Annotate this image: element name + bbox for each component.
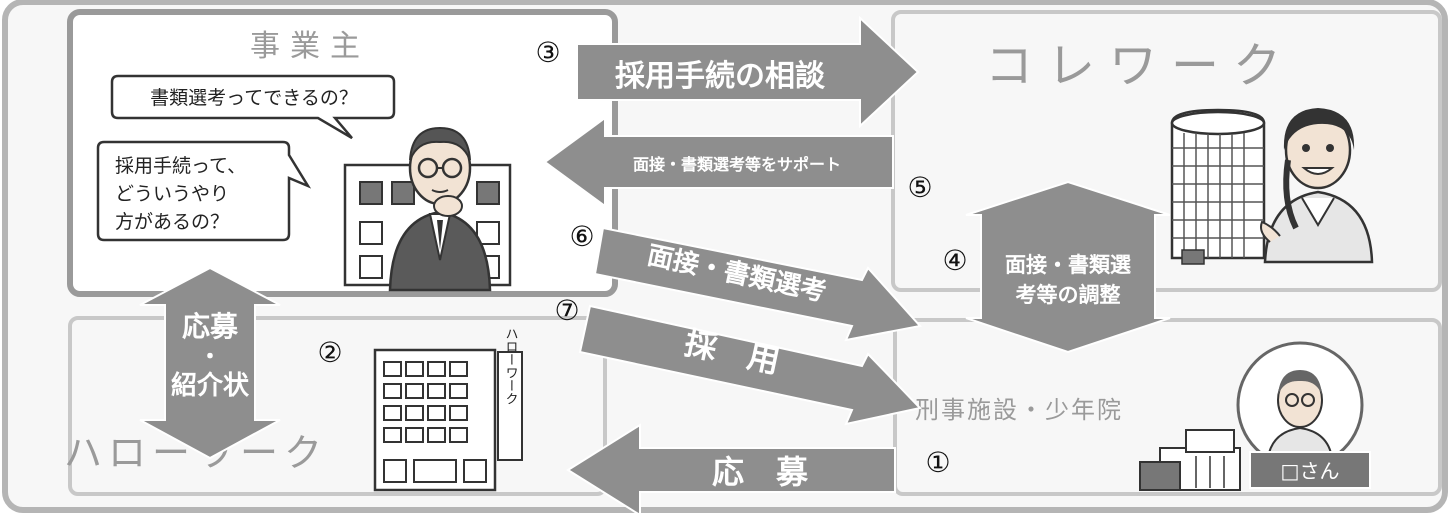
corrework-title: コレワーク bbox=[985, 38, 1295, 94]
hellowork-building-icon: ハローワーク bbox=[373, 327, 523, 492]
step-4: ④ bbox=[942, 244, 967, 277]
arrow-consult bbox=[576, 15, 920, 129]
step-6: ⑥ bbox=[569, 220, 594, 253]
employer-box: 事業主 書類選考ってできるの？ 採用手続って、 どういうやり 方があるの？ bbox=[67, 9, 618, 297]
corrework-box: コレワーク bbox=[891, 10, 1442, 292]
bubble-2-line-2: どういうやり bbox=[115, 183, 229, 205]
arrow-interview bbox=[593, 226, 922, 342]
label-apply-referral-1: 応募 bbox=[182, 310, 239, 343]
arrow-hire bbox=[578, 304, 922, 426]
step-5: ⑤ bbox=[907, 171, 932, 204]
person-name-plate bbox=[1249, 451, 1371, 489]
staff-woman-icon bbox=[1260, 108, 1374, 264]
facility-buildings-icon bbox=[1139, 429, 1241, 491]
bubble-1-text: 書類選考ってできるの？ bbox=[150, 87, 358, 109]
employer-title: 事業主 bbox=[250, 29, 370, 64]
step-1: ① bbox=[925, 446, 950, 479]
person-portrait-icon bbox=[1236, 341, 1364, 469]
bubble-2-line-1: 採用手続って、 bbox=[115, 155, 246, 177]
label-apply: 応 募 bbox=[712, 453, 809, 491]
step-3: ③ bbox=[535, 36, 560, 69]
bubble-2-line-3: 方があるの？ bbox=[115, 211, 229, 233]
businessman-icon bbox=[388, 126, 492, 292]
hellowork-sign-text: ハローワーク bbox=[503, 327, 518, 405]
label-apply-referral-2: ・ bbox=[199, 345, 221, 370]
person-name: □さん bbox=[1281, 459, 1340, 483]
arrow-apply-referral bbox=[139, 266, 281, 460]
speech-bubble-2: 採用手続って、 どういうやり 方があるの？ bbox=[96, 140, 312, 242]
label-apply-referral-3: 紹介状 bbox=[171, 370, 250, 401]
arrow-adjust bbox=[965, 180, 1171, 354]
step-2: ② bbox=[317, 336, 342, 369]
speech-bubble-1: 書類選考ってできるの？ bbox=[110, 74, 396, 140]
facility-title: 刑事施設・少年院 bbox=[915, 396, 1123, 424]
arrow-support bbox=[543, 116, 894, 208]
facility-box: 刑事施設・少年院 □さん bbox=[893, 318, 1442, 496]
step-7: ⑦ bbox=[554, 294, 579, 327]
tower-building-icon bbox=[1170, 108, 1266, 265]
label-adjust-1: 面接・書類選 bbox=[1005, 253, 1131, 277]
arrow-apply bbox=[566, 423, 896, 513]
label-adjust-2: 考等の調整 bbox=[1016, 283, 1121, 307]
label-support: 面接・書類選考等をサポート bbox=[633, 155, 841, 174]
label-consult: 採用手続の相談 bbox=[615, 59, 826, 94]
